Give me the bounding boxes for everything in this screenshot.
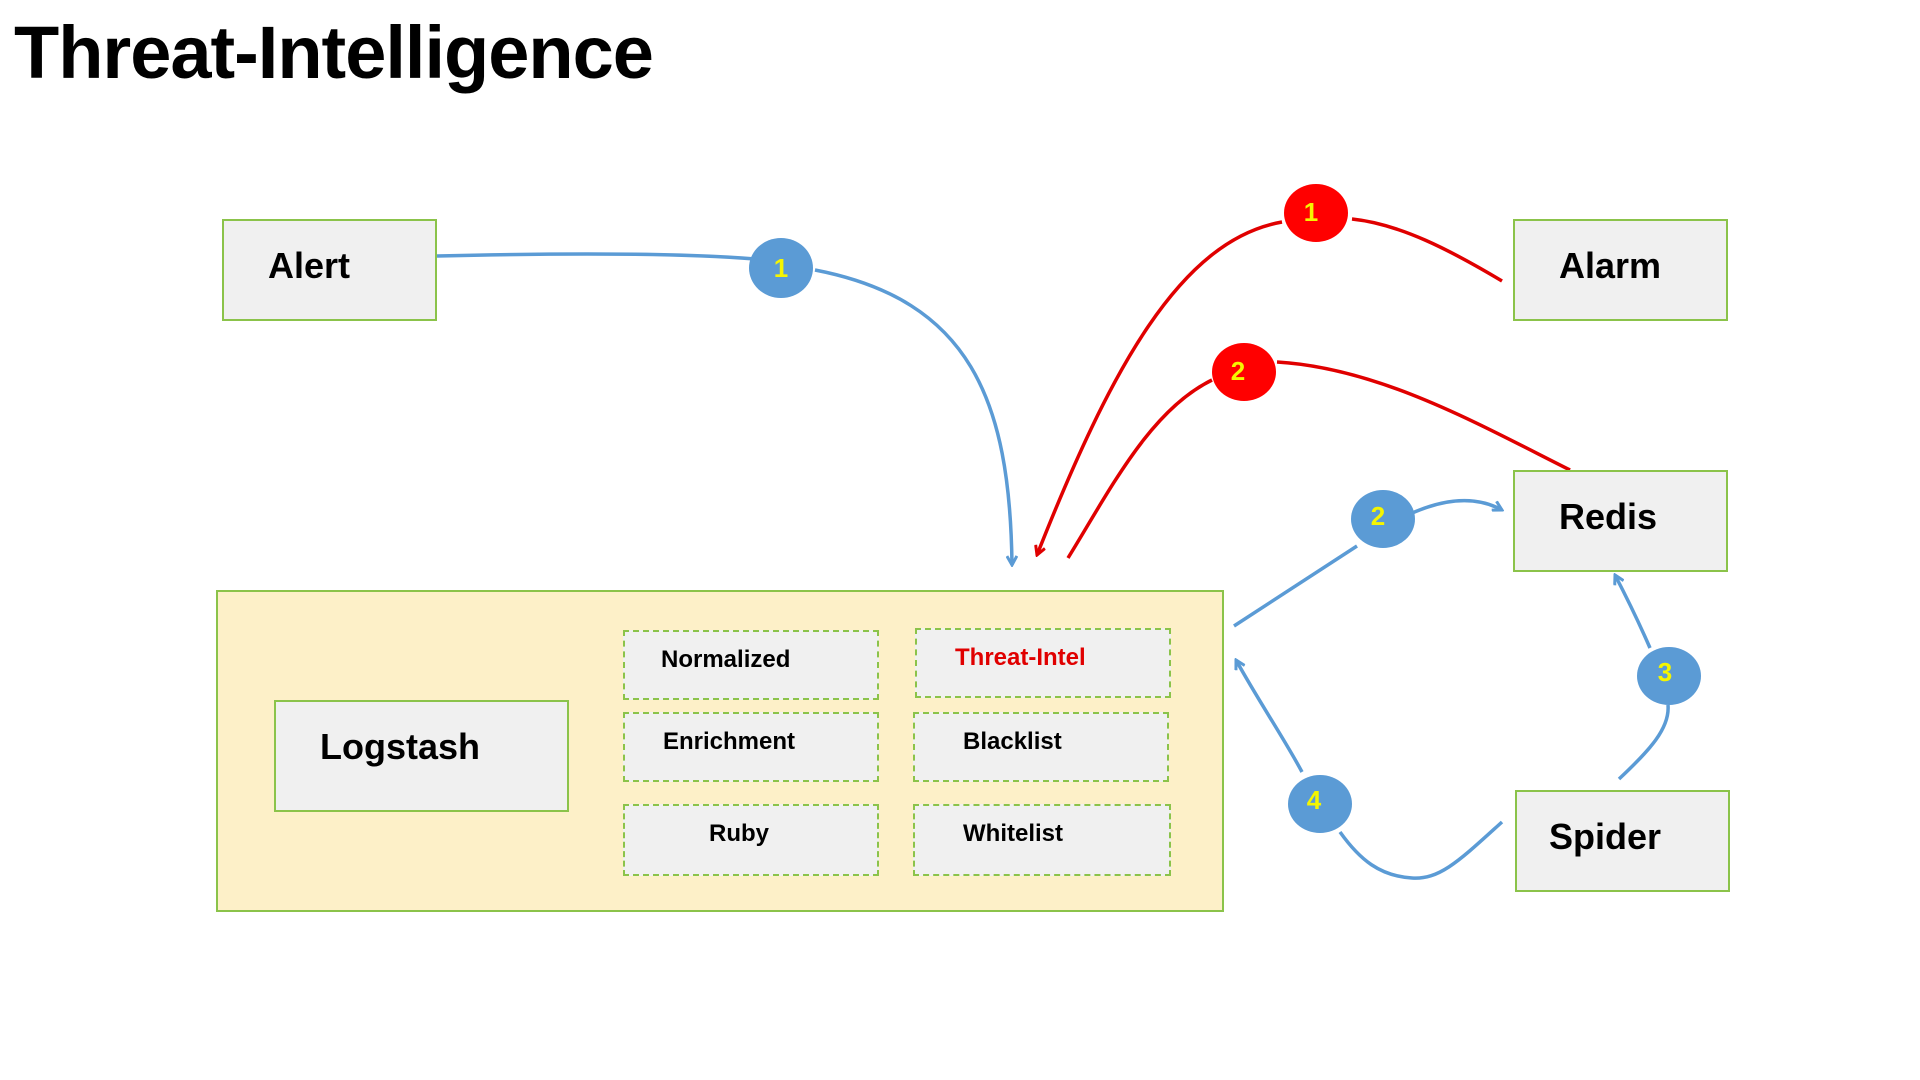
logstash-pipeline-container: Logstash Normalized Threat-Intel Enrichm… [216, 590, 1224, 912]
module-whitelist-label: Whitelist [963, 820, 1063, 847]
flow-alarm-to-logstash-tail [1037, 220, 1283, 555]
flow-redis-to-logstash [1276, 360, 1571, 472]
step-badge-blue-3-label: 3 [1658, 657, 1672, 687]
module-threat-intel-label: Threat-Intel [955, 644, 1086, 671]
flow-alert-to-logstash-tail [814, 268, 1012, 565]
spider-node: Spider [1515, 790, 1730, 892]
module-normalized-label: Normalized [661, 646, 791, 673]
step-badge-blue-4-label: 4 [1307, 785, 1322, 815]
step-badge-red-2-label: 2 [1231, 356, 1245, 386]
module-enrichment-label: Enrichment [663, 728, 796, 755]
flow-spider-to-logstash-tail [1236, 660, 1304, 773]
redis-node: Redis [1513, 470, 1728, 572]
page-title: Threat-Intelligence [14, 11, 654, 94]
logstash-node: Logstash [274, 700, 569, 812]
alarm-node: Alarm [1513, 219, 1728, 321]
step-badge-red-1-label: 1 [1304, 197, 1318, 227]
module-ruby: Ruby [623, 804, 879, 876]
flow-spider-to-redis-tail [1615, 575, 1652, 649]
step-badge-blue-3: 3 [1637, 647, 1701, 705]
redis-label: Redis [1559, 496, 1658, 537]
alert-node: Alert [222, 219, 437, 321]
module-enrichment: Enrichment [623, 712, 879, 782]
module-whitelist: Whitelist [913, 804, 1171, 876]
flow-redis-to-logstash-tail [1066, 378, 1213, 559]
flow-logstash-to-redis [1233, 544, 1358, 628]
alarm-label: Alarm [1559, 245, 1662, 286]
alert-label: Alert [268, 245, 351, 286]
module-blacklist-label: Blacklist [963, 728, 1062, 755]
flow-alert-to-logstash [436, 252, 756, 261]
step-badge-blue-1-label: 1 [774, 253, 788, 283]
step-badge-blue-2: 2 [1351, 490, 1415, 548]
module-normalized: Normalized [623, 630, 879, 700]
module-blacklist: Blacklist [913, 712, 1169, 782]
flow-spider-to-redis [1617, 704, 1670, 781]
step-badge-red-1: 1 [1284, 184, 1348, 242]
module-threat-intel: Threat-Intel [915, 628, 1171, 698]
step-badge-blue-1: 1 [749, 238, 813, 298]
step-badge-blue-2-label: 2 [1371, 501, 1385, 531]
spider-label: Spider [1549, 816, 1662, 857]
flow-spider-to-logstash [1338, 820, 1504, 880]
flow-alarm-to-logstash [1351, 217, 1503, 283]
step-badge-blue-4: 4 [1288, 775, 1352, 833]
module-ruby-label: Ruby [709, 820, 769, 847]
logstash-label: Logstash [320, 726, 481, 767]
flow-logstash-to-redis-tail [1409, 499, 1502, 516]
step-badge-red-2: 2 [1212, 343, 1276, 401]
